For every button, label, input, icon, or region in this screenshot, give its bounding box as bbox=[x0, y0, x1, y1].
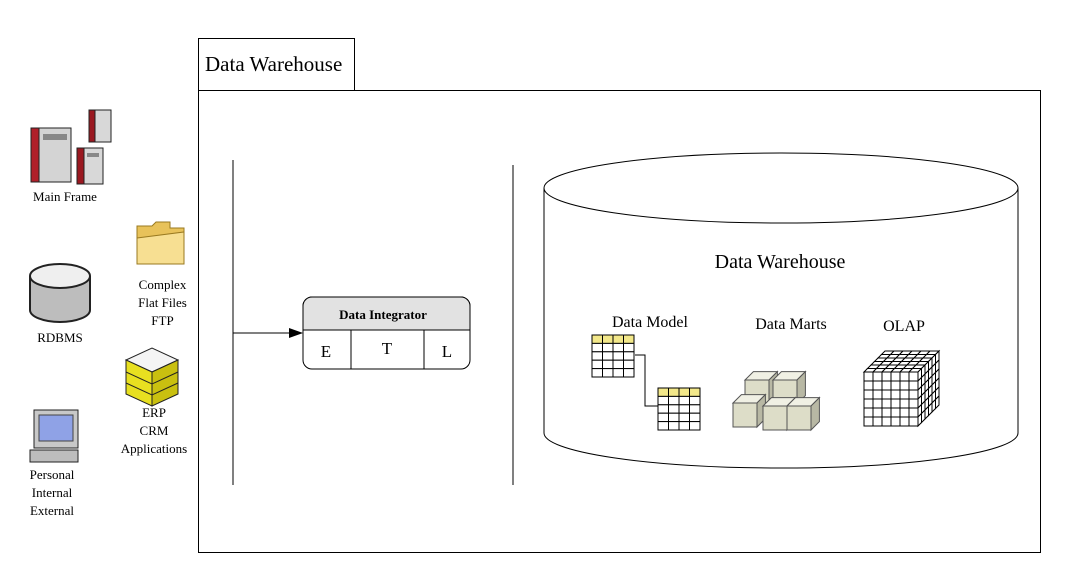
data-model-label: Data Model bbox=[612, 314, 689, 331]
warehouse-tab[interactable]: Data Warehouse bbox=[198, 38, 355, 90]
data-model-table-icon bbox=[657, 387, 701, 431]
warehouse-title: Data Warehouse bbox=[715, 251, 846, 273]
files-label: Complex Flat Files FTP bbox=[138, 277, 187, 328]
personal-label: Personal Internal External bbox=[29, 467, 75, 518]
folder-icon bbox=[136, 221, 185, 265]
data-model-table-icon bbox=[591, 334, 635, 378]
erp-label: ERP CRM Applications bbox=[120, 405, 188, 456]
olap-label: OLAP bbox=[883, 318, 925, 335]
step-transform: T bbox=[382, 339, 393, 358]
rdbms-icon bbox=[29, 263, 91, 323]
warehouse-frame bbox=[198, 90, 1041, 553]
data-marts-icon bbox=[731, 370, 821, 432]
database-stack-icon bbox=[124, 347, 180, 407]
mainframe-icon bbox=[30, 109, 112, 185]
computer-icon bbox=[29, 409, 79, 463]
olap-cube-icon bbox=[862, 349, 941, 428]
data-marts-label: Data Marts bbox=[755, 316, 827, 333]
data-integrator-box[interactable]: Data Integrator E T L bbox=[302, 296, 471, 370]
integrator-title: Data Integrator bbox=[339, 307, 427, 322]
step-load: L bbox=[442, 342, 452, 361]
warehouse-tab-label: Data Warehouse bbox=[205, 52, 343, 76]
step-extract: E bbox=[321, 342, 331, 361]
mainframe-label: Main Frame bbox=[33, 189, 97, 204]
rdbms-label: RDBMS bbox=[37, 330, 83, 345]
